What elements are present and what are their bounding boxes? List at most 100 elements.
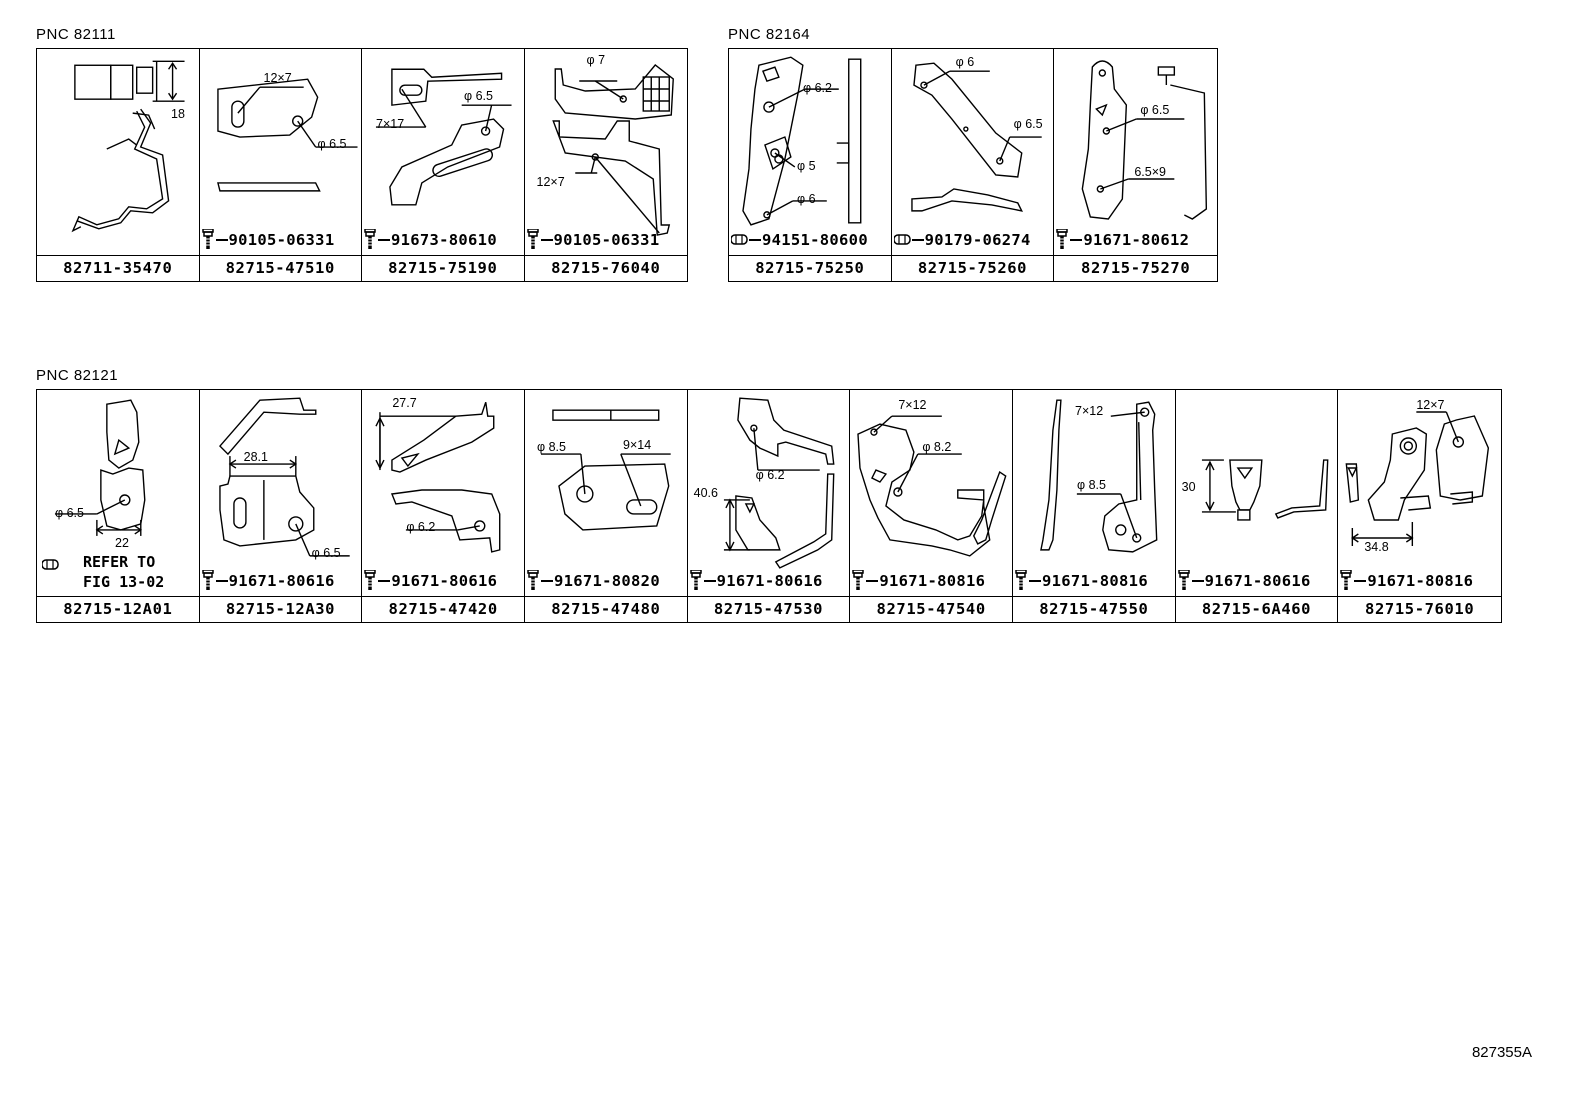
part-number[interactable]: 82715-76040 — [524, 255, 687, 281]
part-number[interactable]: 82715-47420 — [362, 596, 524, 622]
part-number[interactable]: 82715-75250 — [729, 255, 891, 281]
part-cell[interactable]: 7×17 φ 6.5 91673-80610 82715-75190 — [362, 49, 525, 281]
fastener[interactable]: 91671-80616 — [364, 570, 497, 592]
part-number[interactable]: 82715-75260 — [891, 255, 1054, 281]
nut-icon — [731, 234, 748, 245]
bolt-icon — [527, 570, 540, 592]
part-number[interactable]: 82715-12A01 — [37, 596, 199, 622]
fastener[interactable]: 94151-80600 — [731, 229, 868, 251]
part-cell[interactable]: 12×7 φ 6.5 90105-06331 82715-47510 — [199, 49, 362, 281]
part-drawing: φ 6.2 φ 5 φ 6 94151-80600 — [729, 49, 891, 255]
dim-label: φ 8.2 — [922, 440, 952, 454]
fastener[interactable]: 91671-80816 — [852, 570, 985, 592]
part-drawing: 27.7 φ 6.2 91671-80616 — [362, 390, 524, 596]
leader-line — [540, 239, 553, 241]
fastener-part-number[interactable]: 90179-06274 — [924, 231, 1031, 249]
dim-label: 12×7 — [536, 175, 565, 189]
bolt-icon — [1177, 570, 1191, 592]
fastener-part-number[interactable]: 90105-06331 — [228, 231, 335, 249]
part-number[interactable]: 82715-12A30 — [199, 596, 362, 622]
part-cell[interactable]: φ 6.2 φ 5 φ 6 94151-80600 82715-75250 — [729, 49, 892, 281]
part-number[interactable]: 82715-47530 — [687, 596, 850, 622]
fastener-part-number[interactable]: 91671-80616 — [716, 572, 823, 590]
part-cell[interactable]: φ 8.5 9×14 91671-80820 82715-47480 — [525, 390, 688, 622]
leader-line — [1070, 239, 1083, 241]
dim-label: φ 6.5 — [464, 89, 493, 103]
part-cell[interactable]: 7×12 φ 8.5 91671-80816 82715-47550 — [1013, 390, 1176, 622]
bolt-icon — [364, 570, 378, 592]
dim-label: φ 8.5 — [1077, 478, 1106, 492]
part-cell[interactable]: 30 91671-80616 82715-6A460 — [1175, 390, 1339, 622]
fastener-part-number[interactable]: 91671-80820 — [554, 572, 660, 590]
leader-line — [1191, 580, 1204, 582]
fastener[interactable]: 91671-80816 — [1015, 570, 1148, 592]
part-cell[interactable]: 18 82711-35470 — [37, 49, 200, 281]
group-label-82121: PNC 82121 — [36, 367, 119, 384]
bolt-icon — [364, 229, 377, 251]
part-number[interactable]: 82715-75190 — [362, 255, 524, 281]
part-cell[interactable]: 7×12 φ 8.2 91671-80816 82715-47540 — [850, 390, 1013, 622]
fastener[interactable]: 91671-80616 — [1177, 570, 1311, 592]
leader-line — [703, 580, 716, 582]
part-cell[interactable]: φ 6.5 6.5×9 91671-80612 82715-75270 — [1054, 49, 1217, 281]
fastener[interactable]: 91671-80816 — [1340, 570, 1473, 592]
part-cell[interactable]: φ 6 φ 6.5 90179-06274 82715-75260 — [891, 49, 1055, 281]
fastener[interactable]: 90179-06274 — [893, 229, 1031, 251]
fastener-part-number[interactable]: 91671-80816 — [1367, 572, 1474, 590]
dim-label: 7×12 — [898, 398, 927, 412]
part-number[interactable]: 82715-47540 — [850, 596, 1012, 622]
fastener[interactable]: 91671-80820 — [527, 570, 660, 592]
fastener[interactable]: 91671-80616 — [201, 570, 335, 592]
part-cell[interactable]: φ 6.5 22 REFER TO FIG 13-02 82715-12A01 — [37, 390, 200, 622]
leader-line — [215, 239, 228, 241]
bracket-drawing — [216, 78, 358, 192]
part-number[interactable]: 82715-47480 — [525, 596, 687, 622]
dim-label: φ 6.5 — [1013, 117, 1043, 131]
fastener-part-number[interactable]: 91671-80616 — [391, 572, 498, 590]
part-number[interactable]: 82715-76010 — [1338, 596, 1501, 622]
part-cell[interactable]: φ 7 12×7 90105-06331 82715-76040 — [524, 49, 687, 281]
part-cell[interactable]: 27.7 φ 6.2 91671-80616 82715-47420 — [362, 390, 525, 622]
fastener-part-number[interactable]: 91671-80612 — [1083, 231, 1190, 249]
bracket-drawing — [1201, 459, 1329, 521]
part-number[interactable]: 82715-75270 — [1054, 255, 1217, 281]
fastener[interactable]: 90105-06331 — [526, 229, 660, 251]
part-drawing: 30 91671-80616 — [1176, 390, 1338, 596]
dim-label: 30 — [1181, 480, 1196, 494]
part-drawing: 28.1 φ 6.5 91671-80616 — [200, 390, 362, 596]
parts-table-82121: φ 6.5 22 REFER TO FIG 13-02 82715-12A01 … — [36, 389, 1502, 623]
fastener-part-number[interactable]: 91671-80816 — [879, 572, 986, 590]
dim-label: 12×7 — [263, 71, 292, 85]
bracket-drawing — [551, 64, 674, 236]
part-drawing: 7×12 φ 8.5 91671-80816 — [1013, 390, 1175, 596]
dim-label: φ 6 — [797, 192, 816, 206]
dim-label: φ 6.5 — [317, 137, 347, 151]
leader-line — [866, 580, 879, 582]
fastener-part-number[interactable]: 91671-80816 — [1042, 572, 1148, 590]
fastener-part-number[interactable]: 94151-80600 — [762, 231, 868, 249]
bolt-icon — [852, 570, 866, 592]
part-number[interactable]: 82711-35470 — [37, 255, 199, 281]
fastener-part-number[interactable]: 91673-80610 — [391, 231, 497, 249]
fastener[interactable]: 91673-80610 — [364, 229, 497, 251]
part-number[interactable]: 82715-47550 — [1013, 596, 1175, 622]
refer-line: FIG 13-02 — [83, 573, 165, 591]
fastener[interactable]: 90105-06331 — [201, 229, 335, 251]
fastener-part-number[interactable]: 90105-06331 — [553, 231, 660, 249]
part-number[interactable]: 82715-47510 — [199, 255, 361, 281]
part-number[interactable]: 82715-6A460 — [1175, 596, 1338, 622]
bracket-drawing — [910, 62, 1042, 212]
part-drawing: 18 — [37, 49, 199, 255]
refer-line: REFER TO — [83, 553, 156, 571]
dim-label: 34.8 — [1364, 540, 1389, 554]
part-cell[interactable]: φ 6.2 40.6 91671-80616 82715-47530 — [687, 390, 851, 622]
fastener[interactable]: 91671-80612 — [1056, 229, 1189, 251]
fastener-part-number[interactable]: 91671-80616 — [1204, 572, 1311, 590]
fastener[interactable]: 91671-80616 — [689, 570, 823, 592]
fastener-part-number[interactable]: 91671-80616 — [228, 572, 335, 590]
leader-line — [1029, 580, 1041, 582]
part-cell[interactable]: 28.1 φ 6.5 91671-80616 82715-12A30 — [199, 390, 363, 622]
bracket-drawing — [742, 56, 862, 226]
part-cell[interactable]: 12×7 34.8 91671-80816 82715-76010 — [1338, 390, 1501, 622]
dim-label: φ 8.5 — [537, 440, 566, 454]
